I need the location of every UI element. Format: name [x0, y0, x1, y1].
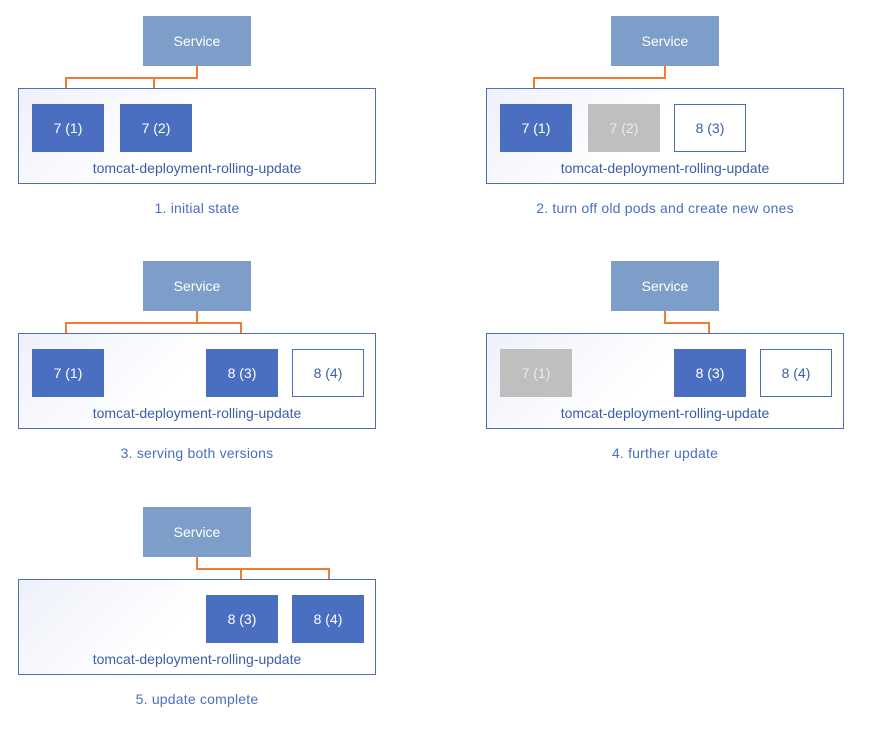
service-box: Service	[611, 16, 719, 66]
panel-caption: 2. turn off old pods and create new ones	[536, 200, 794, 216]
pod: 8 (3)	[674, 104, 746, 152]
pod: 8 (3)	[206, 349, 278, 397]
deployment-label: tomcat-deployment-rolling-update	[92, 651, 302, 667]
panel-5-update-complete: Service 8 (3) 8 (4) tomcat-deployment-ro…	[18, 507, 438, 732]
pod: 7 (1)	[32, 104, 104, 152]
panel-caption: 5. update complete	[135, 691, 259, 707]
service-box: Service	[143, 16, 251, 66]
service-box: Service	[611, 261, 719, 311]
deployment-box: 7 (1) 8 (3) 8 (4) tomcat-deployment-roll…	[486, 333, 844, 429]
pod: 7 (1)	[32, 349, 104, 397]
pod: 8 (4)	[292, 349, 364, 397]
service-box: Service	[143, 507, 251, 557]
pod: 7 (1)	[500, 104, 572, 152]
pod: 7 (2)	[120, 104, 192, 152]
panel-3-serving-both-versions: Service 7 (1) 8 (3) 8 (4) tomcat-deploym…	[18, 261, 438, 486]
deployment-label: tomcat-deployment-rolling-update	[560, 160, 770, 176]
deployment-box: 8 (3) 8 (4) tomcat-deployment-rolling-up…	[18, 579, 376, 675]
deployment-box: 7 (1) 8 (3) 8 (4) tomcat-deployment-roll…	[18, 333, 376, 429]
deployment-label: tomcat-deployment-rolling-update	[560, 405, 770, 421]
pod: 8 (4)	[760, 349, 832, 397]
panel-1-initial-state: Service 7 (1) 7 (2) tomcat-deployment-ro…	[18, 16, 438, 241]
pod: 7 (2)	[588, 104, 660, 152]
pod: 7 (1)	[500, 349, 572, 397]
deployment-label: tomcat-deployment-rolling-update	[92, 160, 302, 176]
deployment-box: 7 (1) 7 (2) tomcat-deployment-rolling-up…	[18, 88, 376, 184]
panel-caption: 3. serving both versions	[120, 445, 274, 461]
pod: 8 (3)	[206, 595, 278, 643]
panel-2-turn-off-old-pods: Service 7 (1) 7 (2) 8 (3) tomcat-deploym…	[486, 16, 870, 241]
deployment-box: 7 (1) 7 (2) 8 (3) tomcat-deployment-roll…	[486, 88, 844, 184]
panel-caption: 4. further update	[611, 445, 719, 461]
pod: 8 (3)	[674, 349, 746, 397]
panel-caption: 1. initial state	[154, 200, 240, 216]
service-box: Service	[143, 261, 251, 311]
deployment-label: tomcat-deployment-rolling-update	[92, 405, 302, 421]
pod: 8 (4)	[292, 595, 364, 643]
panel-4-further-update: Service 7 (1) 8 (3) 8 (4) tomcat-deploym…	[486, 261, 870, 486]
